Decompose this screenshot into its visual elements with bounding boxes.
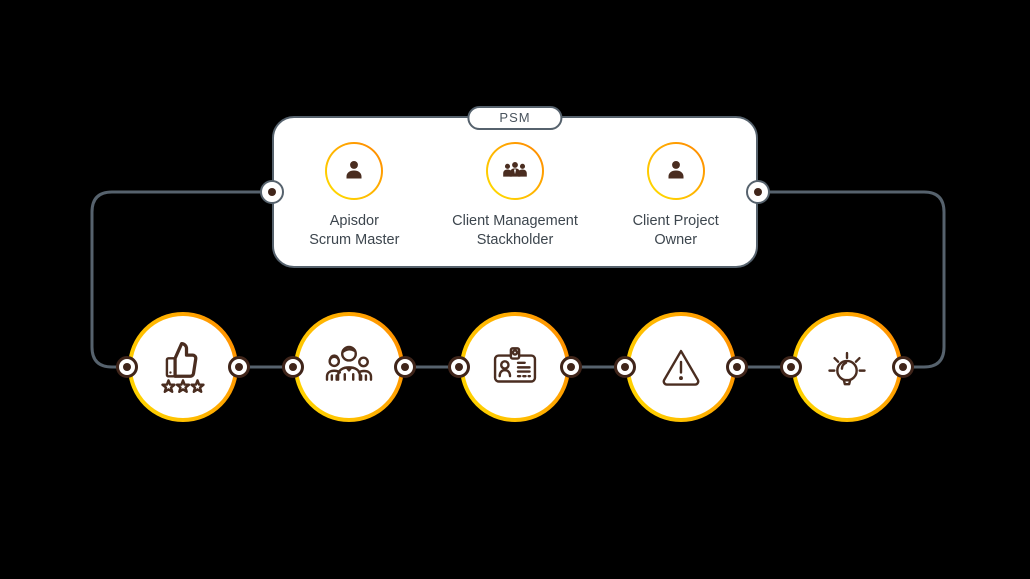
role-card-project-owner: Client Project Owner (595, 118, 756, 266)
role-label: Apisdor Scrum Master (309, 213, 400, 248)
user-icon (346, 160, 362, 179)
role-avatar-ring (325, 142, 384, 200)
role-avatar-ring (486, 142, 544, 200)
id-badge-icon (493, 347, 537, 383)
thumbs-up-rating-icon (161, 342, 205, 393)
node-idea (792, 312, 902, 422)
node3-left-dot (448, 356, 470, 378)
node1-right-dot (228, 356, 250, 378)
left-wire (90, 190, 272, 369)
node-team (294, 312, 404, 422)
node-warning (626, 312, 736, 422)
node-rating (128, 312, 238, 422)
user-group-icon (503, 162, 527, 177)
role-label: Client Project Owner (632, 213, 719, 248)
psm-badge-label: PSM (499, 110, 531, 125)
node5-right-dot (892, 356, 914, 378)
role-avatar-ring (646, 142, 705, 200)
psm-group-box: PSM Apisdor Scrum Master (272, 106, 758, 268)
node-id-badge (460, 312, 570, 422)
role-label: Client Management Stackholder (452, 213, 578, 248)
node4-left-dot (614, 356, 636, 378)
node5-left-dot (780, 356, 802, 378)
node1-left-dot (116, 356, 138, 378)
box-right-connector-dot (746, 180, 770, 204)
node4-right-dot (726, 356, 748, 378)
right-wire (758, 190, 946, 369)
team-icon (325, 345, 373, 381)
warning-icon (662, 349, 700, 386)
role-card-management-stackholder: Client Management Stackholder (435, 118, 596, 266)
box-left-connector-dot (260, 180, 284, 204)
node2-right-dot (394, 356, 416, 378)
role-card-scrum-master: Apisdor Scrum Master (274, 118, 435, 266)
node3-right-dot (560, 356, 582, 378)
idea-bulb-icon (828, 351, 866, 386)
node2-left-dot (282, 356, 304, 378)
roles-row: Apisdor Scrum Master (274, 118, 756, 266)
psm-badge: PSM (467, 106, 563, 130)
user-icon (668, 160, 684, 179)
